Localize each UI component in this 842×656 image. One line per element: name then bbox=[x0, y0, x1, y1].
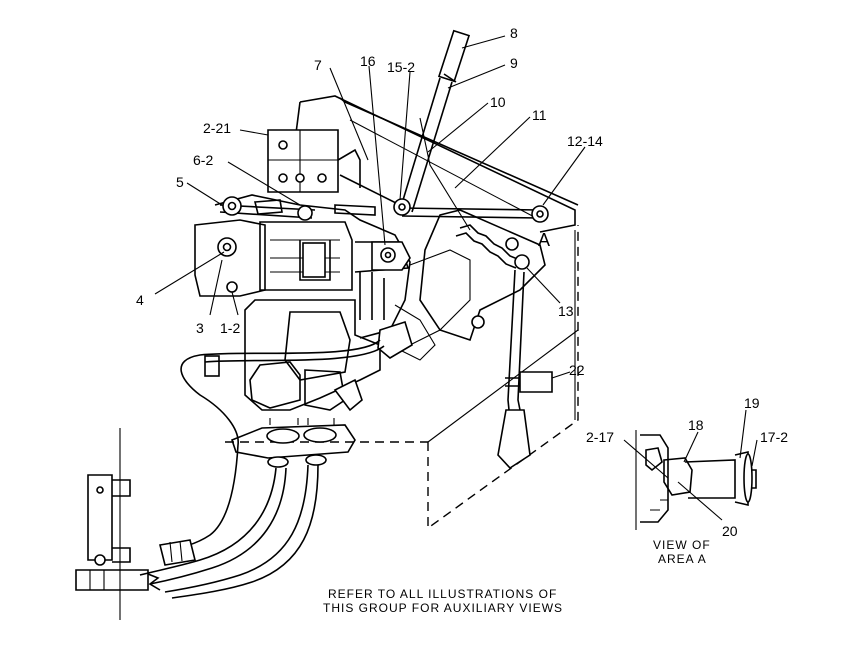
callout-11: 11 bbox=[532, 107, 547, 123]
reference-note-line1: REFER TO ALL ILLUSTRATIONS OF bbox=[328, 587, 557, 601]
reference-note-line2: THIS GROUP FOR AUXILIARY VIEWS bbox=[323, 601, 563, 615]
callout-13: 13 bbox=[558, 303, 574, 319]
callout-4: 4 bbox=[136, 292, 144, 308]
inset-caption-line2: AREA A bbox=[658, 552, 707, 566]
lever-arms bbox=[217, 196, 411, 293]
reference-note: REFER TO ALL ILLUSTRATIONS OF THIS GROUP… bbox=[323, 587, 563, 615]
callout-17-2: 17-2 bbox=[760, 429, 788, 445]
callout-A: A bbox=[538, 230, 550, 250]
callout-15-2: 15-2 bbox=[387, 59, 415, 75]
callout-8: 8 bbox=[510, 25, 518, 41]
housing-dashed-outline bbox=[225, 225, 579, 530]
callout-6-2: 6-2 bbox=[193, 152, 213, 168]
callout-7: 7 bbox=[314, 57, 322, 73]
callout-9: 9 bbox=[510, 55, 518, 71]
callout-labels: 8 9 7 16 15-2 10 11 12-14 2-21 6-2 5 A 4… bbox=[136, 25, 788, 539]
frame-plate bbox=[289, 95, 579, 233]
upper-block bbox=[267, 129, 361, 193]
main-body bbox=[194, 194, 471, 411]
control-lever bbox=[399, 29, 471, 213]
callout-1-2: 1-2 bbox=[220, 320, 240, 336]
mounting-plate bbox=[231, 418, 356, 468]
leader-lines bbox=[154, 35, 586, 379]
callout-5: 5 bbox=[176, 174, 184, 190]
callout-10: 10 bbox=[490, 94, 506, 110]
callout-22: 22 bbox=[569, 362, 585, 378]
callout-16: 16 bbox=[360, 53, 376, 69]
inset-caption: VIEW OF AREA A bbox=[653, 538, 711, 566]
shift-lever bbox=[497, 269, 553, 470]
inset-view-area-a bbox=[623, 409, 758, 530]
callout-12-14: 12-14 bbox=[567, 133, 603, 149]
main-assembly bbox=[75, 29, 579, 620]
linkage-rod bbox=[339, 174, 549, 223]
callout-18: 18 bbox=[688, 417, 704, 433]
wiring-harness bbox=[139, 339, 385, 599]
callout-3: 3 bbox=[196, 320, 204, 336]
spring-assembly bbox=[419, 209, 546, 342]
callout-19: 19 bbox=[744, 395, 760, 411]
callout-2-17: 2-17 bbox=[586, 429, 614, 445]
callout-2-21: 2-21 bbox=[203, 120, 231, 136]
center-pivot bbox=[371, 241, 411, 271]
callout-20: 20 bbox=[722, 523, 738, 539]
left-bracket bbox=[75, 428, 161, 620]
inset-caption-line1: VIEW OF bbox=[653, 538, 711, 552]
